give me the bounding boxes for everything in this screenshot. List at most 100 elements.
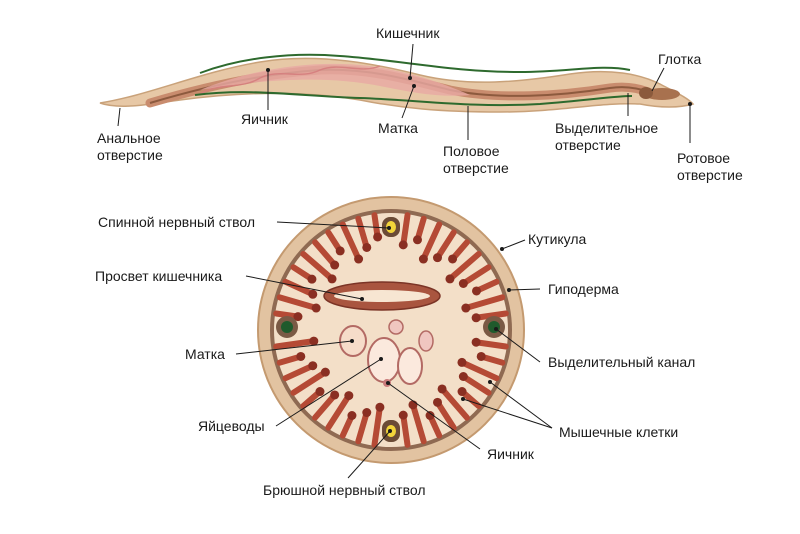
muscle-cell-body [408,400,418,410]
muscle-cell-body [362,242,372,252]
muscle-cell-body [457,357,467,367]
muscle-cell-body [320,367,330,377]
muscle-cell-body [461,303,471,313]
uterus-right [397,347,423,385]
muscle-cell [312,391,338,421]
label-excretory-pore: Выделительное отверстие [555,120,659,153]
muscle-cell [355,409,370,445]
muscle-cell [282,278,316,298]
muscle-cell [460,264,492,287]
label-hypodermis: Гиподерма [548,281,619,297]
oviduct-top [388,319,404,335]
label-mouth: Ротовое отверстие [677,150,743,183]
muscle-cell [339,221,362,263]
muscle-cell-body [458,371,468,381]
worm-pharynx-bulb [639,87,653,99]
muscle-cell-body [425,411,435,421]
section-pointers [235,221,553,479]
label-gut-lumen: Просвет кишечника [95,268,223,284]
label-uterus-section: Матка [185,346,225,362]
muscle-cell-body [432,397,442,407]
muscle-cell-body [472,286,482,296]
muscle-cell-body [309,336,319,346]
worm-pointer-dots [266,68,692,106]
muscle-cell [400,212,411,248]
muscle-cell [325,392,352,431]
muscle-cell-body [457,387,467,397]
muscle-cell-body [311,303,321,313]
muscle-cell-body [471,313,481,323]
uterus-center [367,337,401,383]
muscle-cell-body [432,253,442,263]
cross-section [257,196,525,464]
worm-pharynx [644,88,680,100]
muscle-cell [371,404,383,448]
label-intestine: Кишечник [376,25,440,41]
muscle-cell-body [445,274,455,284]
label-ovary-worm: Яичник [241,111,288,127]
muscle-cell [312,239,338,269]
oviduct-right [418,330,434,352]
muscle-cell [446,251,482,282]
label-muscle-cells: Мышечные клетки [559,424,679,440]
muscle-cell [273,338,317,350]
muscle-cell [460,373,492,396]
muscle-cell [462,294,506,312]
label-pharynx: Глотка [658,51,702,67]
muscle-cell [300,251,336,282]
worm-excretory-canal-top [199,53,631,74]
muscle-cells-group [273,212,509,448]
muscle-cell-body [412,235,422,245]
muscle-cell-body [308,289,318,299]
label-dorsal-nerve: Спинной нервный ствол [98,214,256,230]
muscle-cell-body [398,240,408,250]
label-ovary-section: Яичник [487,446,534,462]
dorsal-nerve-core [386,221,396,233]
muscle-cell-body [335,246,345,256]
muscle-cell-body [307,274,317,284]
muscle-cell-body [330,260,340,270]
muscle-cell [473,339,509,350]
muscle-cell-body [347,411,357,421]
muscle-cell-body [354,254,364,264]
muscle-cell [282,362,316,382]
muscle-cell [434,399,457,431]
label-cuticle: Кутикула [528,231,587,247]
muscle-cell [434,229,457,261]
muscle-cell-body [398,410,408,420]
muscle-cell-body [437,384,447,394]
muscle-cell-body [293,312,303,322]
muscle-cell-body [330,390,340,400]
section-pointer-dots [350,226,511,433]
excretory-canal-left-core [281,321,293,333]
muscle-cell [420,221,443,263]
muscle-cell [400,412,411,448]
muscle-cell-body [471,337,481,347]
label-ventral-nerve: Брюшной нервный ствол [263,482,426,498]
muscle-cell-body [362,408,372,418]
label-oviducts: Яйцеводы [198,418,265,434]
muscle-cell-body [315,387,325,397]
muscle-cell [409,401,427,445]
muscle-cell-body [375,402,385,412]
muscle-cell-body [373,232,383,242]
muscle-cell-body [344,391,354,401]
worm-excretory-canal-bottom [194,91,633,107]
label-genital-pore: Половое отверстие [443,143,509,176]
muscle-cell [439,385,470,421]
worm-pointers [117,43,691,143]
label-uterus-worm: Матка [378,120,418,136]
muscle-cell-body [448,254,458,264]
muscle-cell [473,310,509,321]
muscle-cell [290,369,329,396]
label-excretory-canal: Выделительный канал [548,354,696,370]
muscle-cell-body [296,351,306,361]
muscle-cell [458,359,500,382]
worm-ovary-coil [199,65,381,95]
muscle-cell-body [476,351,486,361]
muscle-cell-body [308,361,318,371]
label-anus: Анальное отверстие [97,130,163,163]
worm-body [99,53,695,113]
muscle-cell-body [458,279,468,289]
